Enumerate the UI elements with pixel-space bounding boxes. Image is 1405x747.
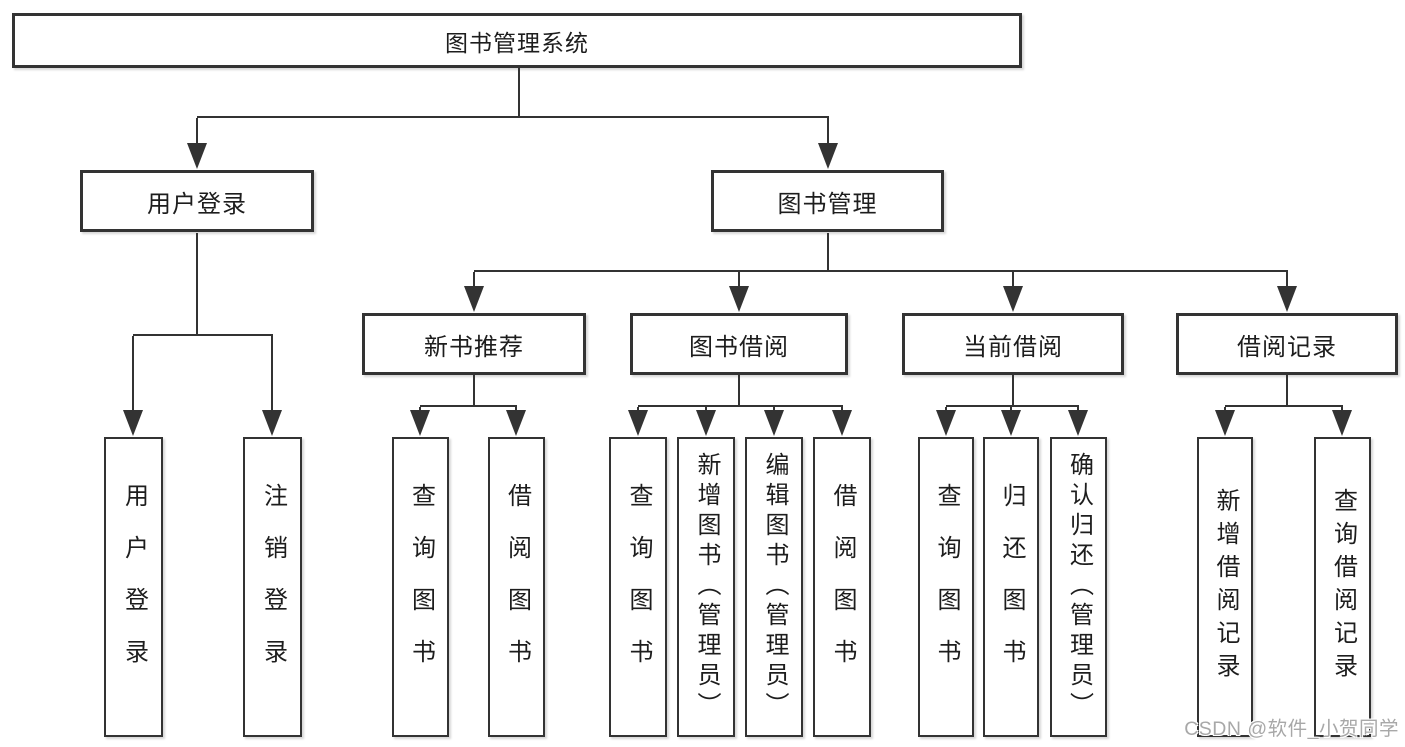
arrowhead-down-icon (764, 410, 784, 436)
connector-line (1225, 404, 1343, 408)
node-user-login: 用户登录 (80, 170, 314, 232)
leaf-query-books-2-label: 查询图书 (625, 483, 652, 691)
node-root: 图书管理系统 (12, 13, 1022, 68)
leaf-borrow-books-2: 借阅图书 (813, 437, 871, 737)
arrowhead-down-icon (123, 410, 143, 436)
connector-line (133, 333, 273, 337)
connector-line (638, 404, 843, 408)
leaf-query-borrow-record: 查询借阅记录 (1314, 437, 1371, 737)
node-borrow-records: 借阅记录 (1176, 313, 1398, 375)
node-root-label: 图书管理系统 (445, 29, 589, 56)
connector-line (131, 336, 135, 413)
node-new-book-recommend-label: 新书推荐 (424, 333, 524, 361)
leaf-query-books-3: 查询图书 (918, 437, 974, 737)
leaf-user-login: 用户登录 (104, 437, 163, 737)
arrowhead-down-icon (464, 286, 484, 312)
connector-line (737, 375, 741, 407)
arrowhead-down-icon (1001, 410, 1021, 436)
csdn-watermark: CSDN @软件_小贺同学 (1184, 718, 1399, 740)
arrowhead-down-icon (187, 143, 207, 169)
connector-line (472, 272, 476, 291)
leaf-add-borrow-record: 新增借阅记录 (1197, 437, 1253, 737)
leaf-confirm-return-admin-label: 确认归还（管理员） (1065, 452, 1093, 722)
leaf-add-books-admin-label: 新增图书（管理员） (693, 452, 720, 722)
arrowhead-down-icon (1003, 286, 1023, 312)
leaf-query-books-1: 查询图书 (392, 437, 449, 737)
arrowhead-down-icon (1277, 286, 1297, 312)
connector-line (946, 404, 1079, 408)
node-book-management: 图书管理 (711, 170, 944, 232)
leaf-edit-books-admin-label: 编辑图书（管理员） (761, 452, 788, 722)
leaf-edit-books-admin: 编辑图书（管理员） (745, 437, 803, 737)
node-current-borrow: 当前借阅 (902, 313, 1124, 375)
leaf-borrow-books-1-label: 借阅图书 (503, 483, 531, 691)
arrowhead-down-icon (729, 286, 749, 312)
arrowhead-down-icon (628, 410, 648, 436)
connector-line (826, 118, 830, 149)
node-user-login-label: 用户登录 (147, 190, 247, 218)
node-new-book-recommend: 新书推荐 (362, 313, 586, 375)
connector-line (1285, 272, 1289, 291)
connector-line (195, 118, 199, 149)
arrowhead-down-icon (832, 410, 852, 436)
leaf-add-borrow-record-label: 新增借阅记录 (1212, 488, 1239, 686)
leaf-confirm-return-admin: 确认归还（管理员） (1050, 437, 1107, 737)
leaf-query-books-2: 查询图书 (609, 437, 667, 737)
leaf-query-borrow-record-label: 查询借阅记录 (1329, 488, 1357, 686)
connector-line (195, 233, 199, 336)
arrowhead-down-icon (1332, 410, 1352, 436)
leaf-return-books-label: 归还图书 (998, 483, 1025, 691)
connector-line (1285, 375, 1289, 407)
leaf-borrow-books-2-label: 借阅图书 (829, 483, 856, 691)
node-borrow-records-label: 借阅记录 (1237, 333, 1337, 361)
leaf-logout: 注销登录 (243, 437, 302, 737)
arrowhead-down-icon (1215, 410, 1235, 436)
connector-line (1011, 375, 1015, 407)
node-book-borrow-label: 图书借阅 (689, 333, 789, 361)
node-book-management-label: 图书管理 (777, 190, 878, 218)
connector-line (737, 272, 741, 291)
arrowhead-down-icon (506, 410, 526, 436)
connector-line (517, 68, 521, 118)
leaf-borrow-books-1: 借阅图书 (488, 437, 545, 737)
connector-line (270, 336, 274, 413)
arrowhead-down-icon (936, 410, 956, 436)
leaf-query-books-3-label: 查询图书 (933, 483, 960, 691)
connector-line (826, 233, 830, 272)
connector-line (420, 404, 517, 408)
leaf-user-login-label: 用户登录 (120, 483, 148, 691)
arrowhead-down-icon (410, 410, 430, 436)
connector-line (474, 269, 1288, 273)
node-book-borrow: 图书借阅 (630, 313, 848, 375)
leaf-query-books-1-label: 查询图书 (407, 483, 435, 691)
arrowhead-down-icon (696, 410, 716, 436)
connector-line (472, 375, 476, 407)
leaf-logout-label: 注销登录 (259, 483, 287, 691)
connector-line (197, 115, 829, 119)
arrowhead-down-icon (818, 143, 838, 169)
arrowhead-down-icon (1068, 410, 1088, 436)
connector-line (1011, 272, 1015, 291)
leaf-add-books-admin: 新增图书（管理员） (677, 437, 735, 737)
node-current-borrow-label: 当前借阅 (963, 333, 1063, 361)
arrowhead-down-icon (262, 410, 282, 436)
leaf-return-books: 归还图书 (983, 437, 1039, 737)
